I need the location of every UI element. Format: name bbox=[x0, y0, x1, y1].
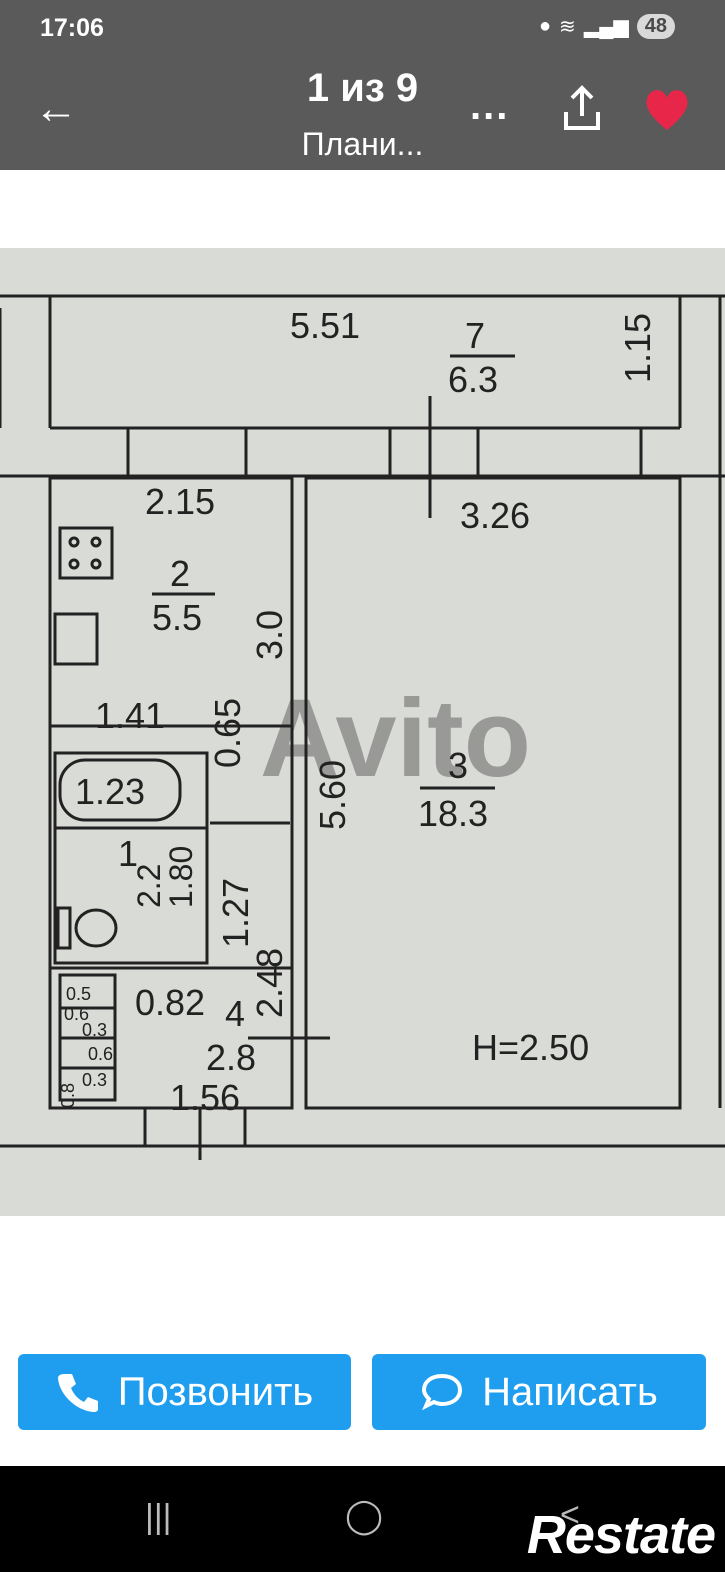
status-time: 17:06 bbox=[40, 14, 104, 42]
dim-0-6-b: 0.6 bbox=[88, 1044, 113, 1064]
write-button[interactable]: Написать bbox=[372, 1354, 706, 1430]
image-caption: Плани... bbox=[301, 126, 424, 162]
room-2-number: 2 bbox=[170, 553, 190, 594]
dim-0-5: 0.5 bbox=[66, 984, 91, 1004]
call-button[interactable]: Позвонить bbox=[18, 1354, 351, 1430]
room-4-number: 4 bbox=[225, 993, 245, 1034]
floor-plan-image[interactable]: 5.51 7 6.3 1.15 2.15 3.26 2 5.5 3.0 1.41… bbox=[0, 248, 725, 1216]
avito-watermark: Avito bbox=[260, 677, 531, 800]
back-nav-icon[interactable]: < bbox=[560, 1496, 580, 1534]
dim-0-6-a: 0.6 bbox=[64, 1004, 89, 1024]
dim-1-41: 1.41 bbox=[95, 695, 165, 736]
dim-0-65: 0.65 bbox=[207, 698, 248, 768]
call-button-label: Позвонить bbox=[117, 1369, 314, 1414]
share-icon[interactable] bbox=[560, 84, 604, 134]
dim-2-15: 2.15 bbox=[145, 481, 215, 522]
wifi-icon: ≋ bbox=[559, 16, 576, 38]
room-7-number: 7 bbox=[465, 315, 485, 356]
dim-1-27: 1.27 bbox=[215, 878, 256, 948]
chat-bubble-icon bbox=[422, 1373, 463, 1411]
floor-plan-drawing: 5.51 7 6.3 1.15 2.15 3.26 2 5.5 3.0 1.41… bbox=[0, 294, 725, 1160]
dim-5-51: 5.51 bbox=[290, 305, 360, 346]
battery-badge: 48 bbox=[636, 14, 675, 39]
recents-nav-icon[interactable]: ||| bbox=[145, 1498, 172, 1536]
system-nav-bar: ||| ◯ < Restate bbox=[0, 1466, 725, 1572]
more-icon[interactable]: ... bbox=[470, 84, 510, 128]
dim-0-3-b: 0.3 bbox=[82, 1070, 107, 1090]
viewer-header: ← 1 из 9 Плани... ... bbox=[0, 56, 725, 170]
dim-0-82: 0.82 bbox=[135, 982, 205, 1023]
room-3-number: 3 bbox=[448, 745, 468, 786]
back-arrow-icon[interactable]: ← bbox=[34, 84, 78, 133]
room-1-number: 1 bbox=[118, 833, 138, 874]
room-1-area: 2.2 bbox=[131, 864, 167, 908]
home-nav-icon[interactable]: ◯ bbox=[345, 1497, 384, 1535]
room-7-area: 6.3 bbox=[448, 359, 498, 400]
dim-3-26: 3.26 bbox=[460, 495, 530, 536]
write-button-label: Написать bbox=[482, 1369, 658, 1414]
location-icon: ● bbox=[538, 15, 552, 37]
room-4-area: 2.8 bbox=[206, 1037, 256, 1078]
dim-3-0: 3.0 bbox=[249, 610, 290, 660]
room-2-area: 5.5 bbox=[152, 597, 202, 638]
ceiling-height: H=2.50 bbox=[472, 1027, 589, 1068]
restate-logo: Restate bbox=[526, 1505, 716, 1565]
room-3-area: 18.3 bbox=[418, 793, 488, 834]
dim-0-8: 0.8 bbox=[58, 1083, 78, 1108]
page-counter: 1 из 9 bbox=[306, 66, 419, 110]
signal-icon: ▂▄▆ bbox=[583, 16, 629, 38]
dim-0-3-a: 0.3 bbox=[82, 1020, 107, 1040]
dim-1-23: 1.23 bbox=[75, 771, 145, 812]
phone-icon bbox=[57, 1374, 98, 1412]
dim-1-15: 1.15 bbox=[617, 313, 658, 383]
dim-2-48: 2.48 bbox=[249, 948, 290, 1018]
dim-1-80: 1.80 bbox=[163, 846, 199, 908]
dim-5-60: 5.60 bbox=[312, 760, 353, 830]
favorite-heart-icon[interactable] bbox=[642, 86, 692, 132]
status-icons: ● ≋ ▂▄▆ 48 bbox=[539, 14, 675, 39]
dim-1-56: 1.56 bbox=[170, 1077, 240, 1118]
status-bar: 17:06 ● ≋ ▂▄▆ 48 bbox=[0, 0, 725, 56]
